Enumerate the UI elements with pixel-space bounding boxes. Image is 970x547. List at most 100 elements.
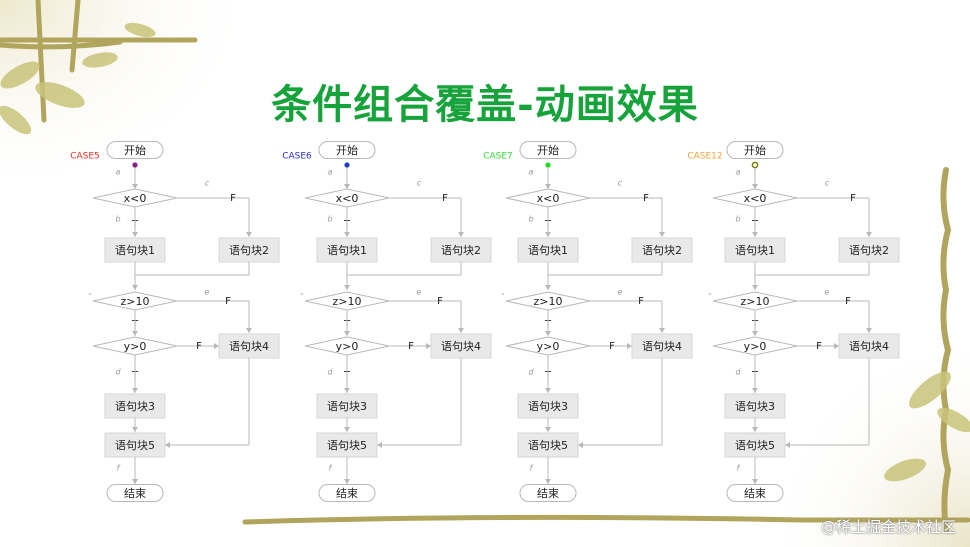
start-node xyxy=(318,141,376,159)
block-1 xyxy=(517,237,579,263)
path-label-b: b xyxy=(327,215,332,224)
leaf-cluster-bottom-right xyxy=(884,371,970,482)
path-label-f: f xyxy=(117,464,121,473)
path-label-e: e xyxy=(205,288,210,297)
arrowhead xyxy=(545,331,551,336)
arrowhead xyxy=(344,285,350,290)
block-1-label: 语句块1 xyxy=(115,244,155,257)
branch-false-label: F xyxy=(845,296,851,307)
arrowhead xyxy=(458,232,464,237)
page-title: 条件组合覆盖-动画效果 xyxy=(271,81,699,128)
decision-x-lt-0-label: x<0 xyxy=(124,192,147,205)
arrowhead xyxy=(752,285,758,290)
path-label-b: b xyxy=(528,215,533,224)
path-mark: “ xyxy=(708,292,712,300)
end-node-label: 结束 xyxy=(336,487,358,500)
path-label-a: a xyxy=(529,168,534,177)
start-node-label: 开始 xyxy=(537,143,559,157)
arrowhead xyxy=(752,331,758,336)
path-label-a: a xyxy=(116,168,121,177)
block-2-label: 语句块2 xyxy=(441,244,481,257)
arrowhead xyxy=(834,343,839,349)
block-3 xyxy=(724,393,786,419)
branch-false-label: F xyxy=(196,341,202,352)
block-1 xyxy=(724,237,786,263)
arrowhead xyxy=(132,479,138,484)
branch-false-label: F xyxy=(816,341,822,352)
end-node-label: 结束 xyxy=(537,487,559,500)
arrowhead xyxy=(426,343,431,349)
block-3 xyxy=(517,393,579,419)
arrowhead xyxy=(132,184,138,189)
block-5-label: 语句块5 xyxy=(528,439,568,452)
block-4-label: 语句块4 xyxy=(642,340,682,353)
path-label-d: d xyxy=(735,368,741,377)
arrowhead xyxy=(866,232,872,237)
block-3-label: 语句块3 xyxy=(735,400,775,413)
branch-false-label: F xyxy=(230,193,236,204)
path-mark: “ xyxy=(88,292,92,300)
block-2 xyxy=(838,237,900,263)
branch-false-label: F xyxy=(850,193,856,204)
watermark: @稀土掘金技术社区 xyxy=(820,518,956,536)
end-node-label: 结束 xyxy=(124,487,146,500)
path-mark: “ xyxy=(501,292,505,300)
arrowhead xyxy=(545,232,551,237)
decision-z-gt-10-label: z>10 xyxy=(121,295,150,308)
path-label-b: b xyxy=(735,215,740,224)
decision-x-lt-0-label: x<0 xyxy=(537,192,560,205)
decision-x-lt-0-label: x<0 xyxy=(336,192,359,205)
arrowhead xyxy=(752,388,758,393)
arrowhead xyxy=(659,328,665,333)
branch-false-label: F xyxy=(225,296,231,307)
arrowhead xyxy=(132,427,138,432)
block-2 xyxy=(631,237,693,263)
start-node-label: 开始 xyxy=(336,143,358,157)
start-node xyxy=(106,141,164,159)
start-node-label: 开始 xyxy=(124,143,146,157)
path-dot xyxy=(751,161,759,169)
branch-false-label: F xyxy=(442,193,448,204)
case-label: CASE12 xyxy=(687,152,722,162)
start-node xyxy=(726,141,784,159)
arrowhead xyxy=(246,328,252,333)
arrowhead xyxy=(344,479,350,484)
block-3-label: 语句块3 xyxy=(327,400,367,413)
case-label: CASE7 xyxy=(483,152,513,162)
end-node xyxy=(726,484,784,502)
arrowhead xyxy=(132,331,138,336)
branch-false-label: F xyxy=(609,341,615,352)
arrowhead xyxy=(752,479,758,484)
path-label-f: f xyxy=(329,464,333,473)
block-1-label: 语句块1 xyxy=(735,244,775,257)
bamboo-vine-decoration-top-left xyxy=(0,0,198,123)
block-4-label: 语句块4 xyxy=(441,340,481,353)
arrowhead xyxy=(344,427,350,432)
block-4-label: 语句块4 xyxy=(849,340,889,353)
block-5-label: 语句块5 xyxy=(327,439,367,452)
block-2 xyxy=(218,237,280,263)
block-5-label: 语句块5 xyxy=(735,439,775,452)
block-2-label: 语句块2 xyxy=(849,244,889,257)
block-4 xyxy=(430,333,492,359)
flowchart-panels: CASE5开始ax<0TbFc语句块1语句块2z>10“TFey>0TdF语句块… xyxy=(70,141,900,502)
bamboo-vine-decoration-right xyxy=(940,167,952,533)
block-3-label: 语句块3 xyxy=(115,400,155,413)
block-4-label: 语句块4 xyxy=(229,340,269,353)
arrowhead xyxy=(246,232,252,237)
arrowhead xyxy=(165,442,170,448)
decision-y-gt-0-label: y>0 xyxy=(124,340,147,353)
path-label-a: a xyxy=(736,168,741,177)
path-label-f: f xyxy=(737,464,741,473)
leaf-cluster-top-left xyxy=(0,22,156,135)
arrowhead xyxy=(132,232,138,237)
corner-wash-bottom-right xyxy=(760,330,970,547)
arrowhead xyxy=(344,232,350,237)
path-label-c: c xyxy=(417,179,422,188)
end-node xyxy=(519,484,577,502)
decision-y-gt-0-label: y>0 xyxy=(336,340,359,353)
arrowhead xyxy=(344,388,350,393)
path-label-d: d xyxy=(327,368,333,377)
path-dot xyxy=(545,162,551,168)
path-mark: “ xyxy=(300,292,304,300)
